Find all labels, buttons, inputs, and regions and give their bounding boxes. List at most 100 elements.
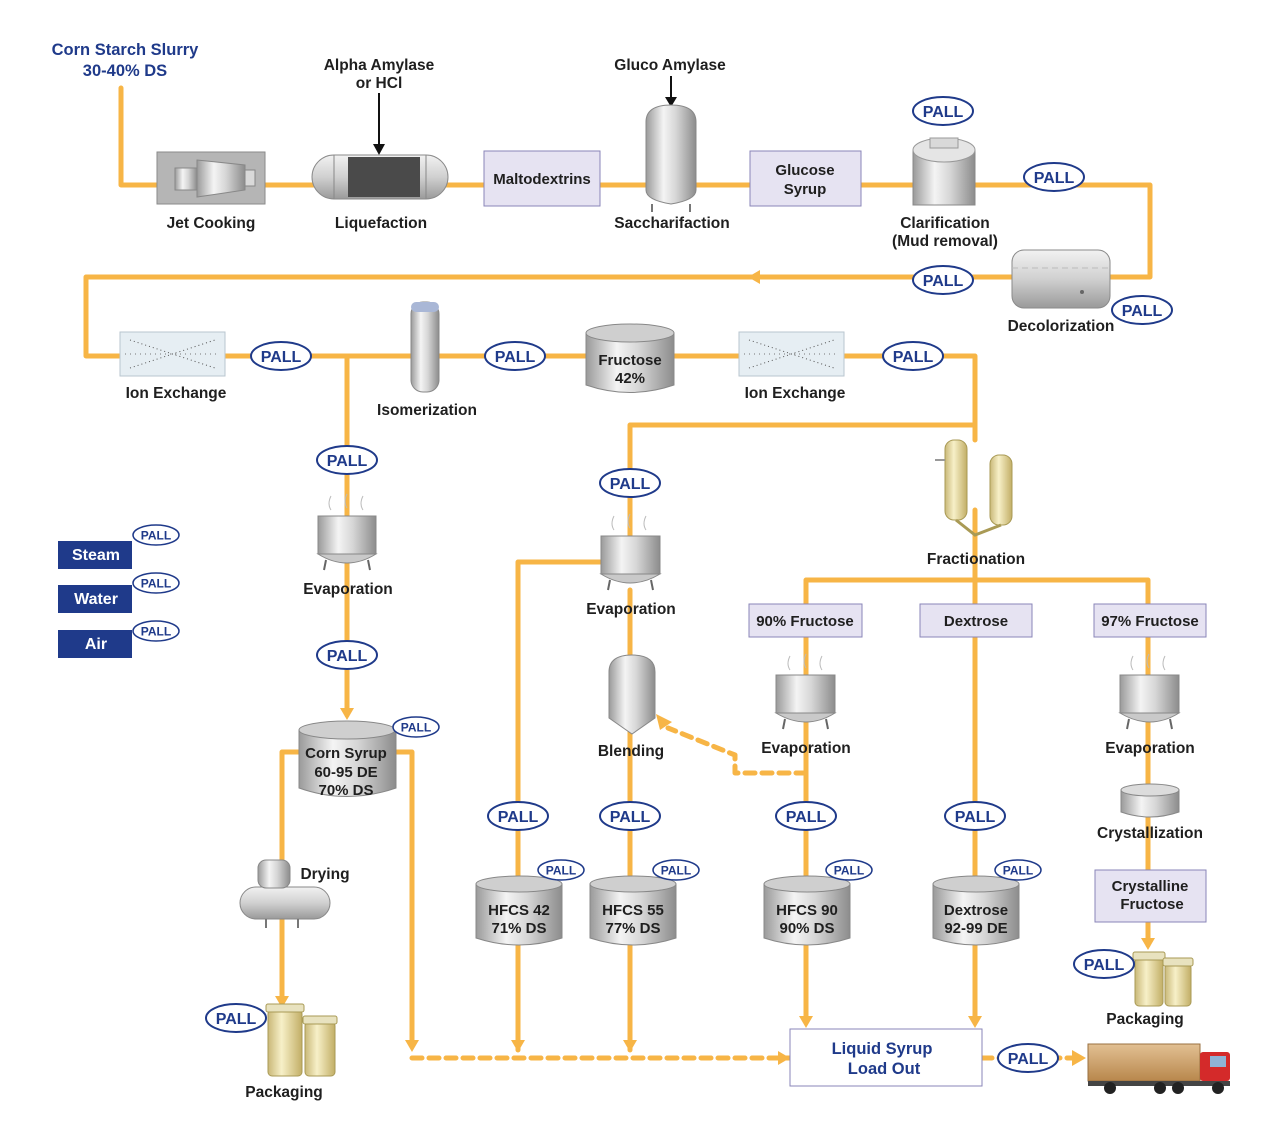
evaporator-left-icon [316, 493, 378, 571]
pipe-return [83, 274, 1015, 359]
pall-badge-text: PALL [216, 1011, 257, 1028]
ion-exchange-1-icon [119, 331, 226, 377]
pall-badge-text: PALL [1084, 957, 1125, 974]
pall-badge-text: PALL [610, 809, 651, 826]
pall-badge-outline [912, 96, 974, 126]
crystallization-label: Crystallization [1097, 825, 1203, 842]
crystalline-fructose-box [1094, 869, 1207, 923]
pall-badge-text: PALL [834, 864, 864, 878]
fructose-42-label-line2: 42% [615, 370, 645, 387]
packaging-right-label: Packaging [1106, 1011, 1184, 1028]
clarification-label-line2: (Mud removal) [892, 233, 998, 250]
evaporator-90-icon [774, 653, 837, 730]
pall-badge-outline [205, 1003, 267, 1033]
feed-title-line2: 30-40% DS [83, 62, 167, 80]
crystalline-label-line2: Fructose [1120, 896, 1183, 913]
pall-badge-text: PALL [923, 104, 964, 121]
pall-badge: PALL [912, 265, 974, 295]
fructose-42-tank-icon [585, 323, 675, 393]
pall-badge-text: PALL [401, 721, 431, 735]
pall-badge: PALL [882, 341, 944, 371]
packaging-jars-right-icon [1132, 951, 1194, 1007]
pall-badge: PALL [537, 859, 585, 881]
pall-badge: PALL [484, 341, 546, 371]
hfcs55-tank-icon [589, 875, 677, 946]
hfcs90-line1: HFCS 90 [776, 902, 838, 919]
hfcs55-line1: HFCS 55 [602, 902, 664, 919]
pall-badge-text: PALL [661, 864, 691, 878]
pall-badge-outline [250, 341, 312, 371]
isomerization-column-icon [410, 301, 440, 393]
arrow-head [511, 1040, 525, 1052]
crystalline-label-line1: Crystalline [1112, 878, 1189, 895]
pall-badge-text: PALL [893, 349, 934, 366]
hfcs42-line1: HFCS 42 [488, 902, 550, 919]
evaporation-90-label: Evaporation [761, 740, 851, 757]
pall-badge: PALL [316, 445, 378, 475]
arrow-head [623, 1040, 637, 1052]
dextrose-tank-icon [932, 875, 1020, 946]
legend-water-box [58, 585, 132, 613]
ion-exchange-2-label: Ion Exchange [745, 385, 846, 402]
pall-badge: PALL [944, 801, 1006, 831]
pall-badge-text: PALL [955, 809, 996, 826]
hfcs90-tank-icon [763, 875, 851, 946]
pall-badge-outline [775, 801, 837, 831]
pall-badge-outline [944, 801, 1006, 831]
pall-badge-outline [652, 859, 700, 881]
pipe-ion-line [217, 353, 978, 443]
pall-badge-text: PALL [261, 349, 302, 366]
pall-badge-outline [882, 341, 944, 371]
gluco-arrow-head [665, 97, 677, 107]
pall-badge-outline [1073, 949, 1135, 979]
pall-badge-text: PALL [546, 864, 576, 878]
corn-syrup-line1: Corn Syrup [305, 745, 387, 762]
liquefaction-label: Liquefaction [335, 215, 427, 232]
hfcs55-line2: 77% DS [605, 920, 660, 937]
fructose-97-label: 97% Fructose [1101, 613, 1199, 630]
pall-badge-text: PALL [498, 809, 539, 826]
pall-badge-text: PALL [1122, 303, 1163, 320]
pall-badge-text: PALL [495, 349, 536, 366]
pall-badge: PALL [205, 1003, 267, 1033]
corn-syrup-line3: 70% DS [318, 782, 373, 799]
pall-badge-outline [599, 468, 661, 498]
pall-badge-outline [994, 859, 1042, 881]
evaporation-left-label: Evaporation [303, 581, 393, 598]
pall-badge: PALL [487, 801, 549, 831]
fructose-90-label: 90% Fructose [756, 613, 854, 630]
pall-badge: PALL [994, 859, 1042, 881]
liquefaction-reactor-icon [311, 154, 449, 200]
legend-air-label: Air [85, 636, 107, 653]
fructose-90-box [748, 603, 863, 638]
pall-badge-outline [537, 859, 585, 881]
arrow-head [1141, 938, 1155, 950]
pall-badge-outline [825, 859, 873, 881]
pall-badge-text: PALL [327, 648, 368, 665]
pall-badge: PALL [599, 801, 661, 831]
pall-badge: PALL [1073, 949, 1135, 979]
pall-badges: PALL PALL PALL PALL PALL PALL PALL PALL PALL PALL… [132, 96, 1173, 1073]
pall-badge: PALL [1111, 295, 1173, 325]
arrow-heads [275, 270, 1155, 1066]
hfcs42-tank-icon [475, 875, 563, 946]
glucose-label-line2: Syrup [784, 181, 827, 198]
pall-badge-text: PALL [1003, 864, 1033, 878]
evaporator-97-icon [1118, 653, 1181, 730]
alpha-arrow-head [373, 144, 385, 155]
pall-badge: PALL [132, 620, 180, 642]
saccharifaction-label: Saccharifaction [614, 215, 729, 232]
clarification-label-line1: Clarification [900, 215, 990, 232]
legend-steam-label: Steam [72, 547, 120, 564]
arrow-head [656, 714, 672, 730]
blending-tank-icon [608, 654, 656, 735]
maltodextrins-label: Maltodextrins [493, 171, 591, 188]
corn-syrup-line2: 60-95 DE [314, 764, 377, 781]
pall-badge: PALL [825, 859, 873, 881]
pall-badge-outline [316, 445, 378, 475]
pall-badge-text: PALL [923, 273, 964, 290]
pall-badge: PALL [316, 640, 378, 670]
blending-label: Blending [598, 743, 664, 760]
pall-badge-text: PALL [1008, 1051, 1049, 1068]
pall-badge-outline [132, 620, 180, 642]
